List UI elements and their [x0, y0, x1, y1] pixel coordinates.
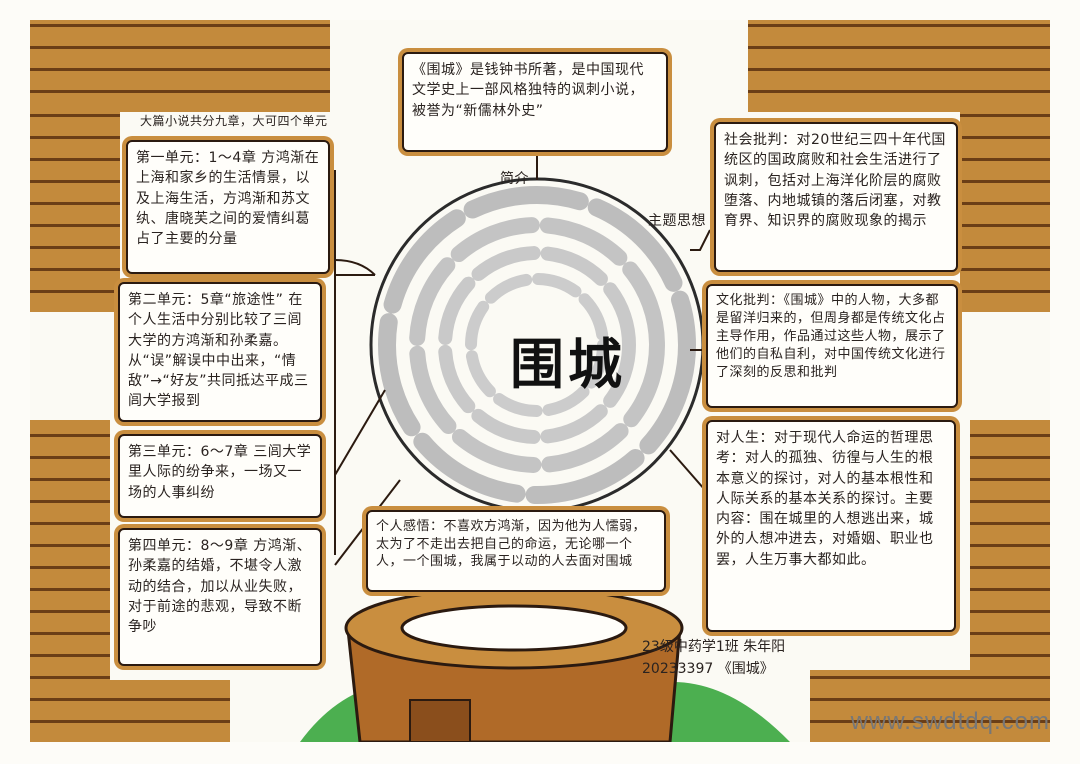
author-credit: 23级中药学1班 朱年阳 20233397 《围城》: [642, 636, 812, 681]
author-id: 20233397 《围城》: [642, 661, 774, 678]
maze-drawing: [300, 155, 790, 742]
personal-box: 个人感悟：不喜欢方鸿渐，因为他为人懦弱，太为了不走出去把自己的命运，无论哪一个人…: [366, 510, 666, 592]
connector-lines: [334, 155, 711, 566]
unit-2-box: 第二单元：5章“旅途性” 在个人生活中分别比较了三闾大学的方鸿渐和孙柔嘉。从“误…: [118, 282, 322, 422]
theme-culture-box: 文化批判：《围城》中的人物，大多都是留洋归来的，但周身都是传统文化占主导作用，作…: [706, 284, 958, 408]
poster-sheet: 围城 简介 《围城》是钱钟书所著，是中国现代文学史上一部风格独特的讽刺小说，被誉…: [30, 20, 1050, 742]
unit-4-text: 第四单元：8～9章 方鸿渐、孙柔嘉的结婚，不堪令人激动的结合，加以从业失败，对于…: [128, 538, 312, 636]
intro-text: 《围城》是钱钟书所著，是中国现代文学史上一部风格独特的讽刺小说，被誉为“新儒林外…: [412, 62, 644, 119]
intro-label: 简介: [500, 171, 529, 187]
unit-3-text: 第三单元：6～7章 三闾大学里人际的纷争来，一场又一场的人事纠纷: [128, 444, 312, 501]
intro-box: 《围城》是钱钟书所著，是中国现代文学史上一部风格独特的讽刺小说，被誉为“新儒林外…: [402, 52, 668, 152]
author-class: 23级中药学1班 朱年阳: [642, 639, 786, 655]
brick-wall-right-upper: [960, 112, 1050, 312]
theme-life-text: 对人生：对于现代人命运的哲理思考：对人的孤独、彷徨与人生的根本意义的探讨，对人的…: [716, 430, 934, 568]
brick-wall-bottom-left: [30, 680, 230, 742]
theme-culture-text: 文化批判：《围城》中的人物，大多都是留洋归来的，但周身都是传统文化占主导作用，作…: [716, 293, 946, 380]
brick-wall-top-left: [30, 20, 330, 112]
tower-illustration: [344, 586, 684, 742]
brick-wall-left-upper: [30, 112, 120, 312]
personal-text: 个人感悟：不喜欢方鸿渐，因为他为人懦弱，太为了不走出去把自己的命运，无论哪一个人…: [376, 519, 647, 570]
left-header: 大篇小说共分九章，大可四个单元: [140, 114, 328, 128]
maze-circle: [369, 177, 705, 513]
right-header: 主题思想: [648, 213, 706, 229]
unit-1-box: 第一单元：1～4章 方鸿渐在上海和家乡的生活情景，以及上海生活，方鸿渐和苏文纨、…: [126, 140, 330, 274]
maze-center: [487, 295, 587, 395]
theme-social-text: 社会批判：对20世纪三四十年代国统区的国政腐败和社会生活进行了讽刺，包括对上海洋…: [724, 132, 946, 230]
center-title: 围城: [510, 332, 626, 396]
theme-life-box: 对人生：对于现代人命运的哲理思考：对人的孤独、彷徨与人生的根本意义的探讨，对人的…: [706, 420, 956, 632]
unit-4-box: 第四单元：8～9章 方鸿渐、孙柔嘉的结婚，不堪令人激动的结合，加以从业失败，对于…: [118, 528, 322, 666]
theme-social-box: 社会批判：对20世纪三四十年代国统区的国政腐败和社会生活进行了讽刺，包括对上海洋…: [714, 122, 958, 272]
brick-wall-top-right: [748, 20, 1050, 112]
unit-2-text: 第二单元：5章“旅途性” 在个人生活中分别比较了三闾大学的方鸿渐和孙柔嘉。从“误…: [128, 292, 309, 410]
brick-wall-bottom-right: [810, 670, 1050, 742]
unit-1-text: 第一单元：1～4章 方鸿渐在上海和家乡的生活情景，以及上海生活，方鸿渐和苏文纨、…: [136, 150, 320, 248]
watermark-text: www.swdtdq.com: [850, 708, 1050, 735]
unit-3-box: 第三单元：6～7章 三闾大学里人际的纷争来，一场又一场的人事纠纷: [118, 434, 322, 518]
